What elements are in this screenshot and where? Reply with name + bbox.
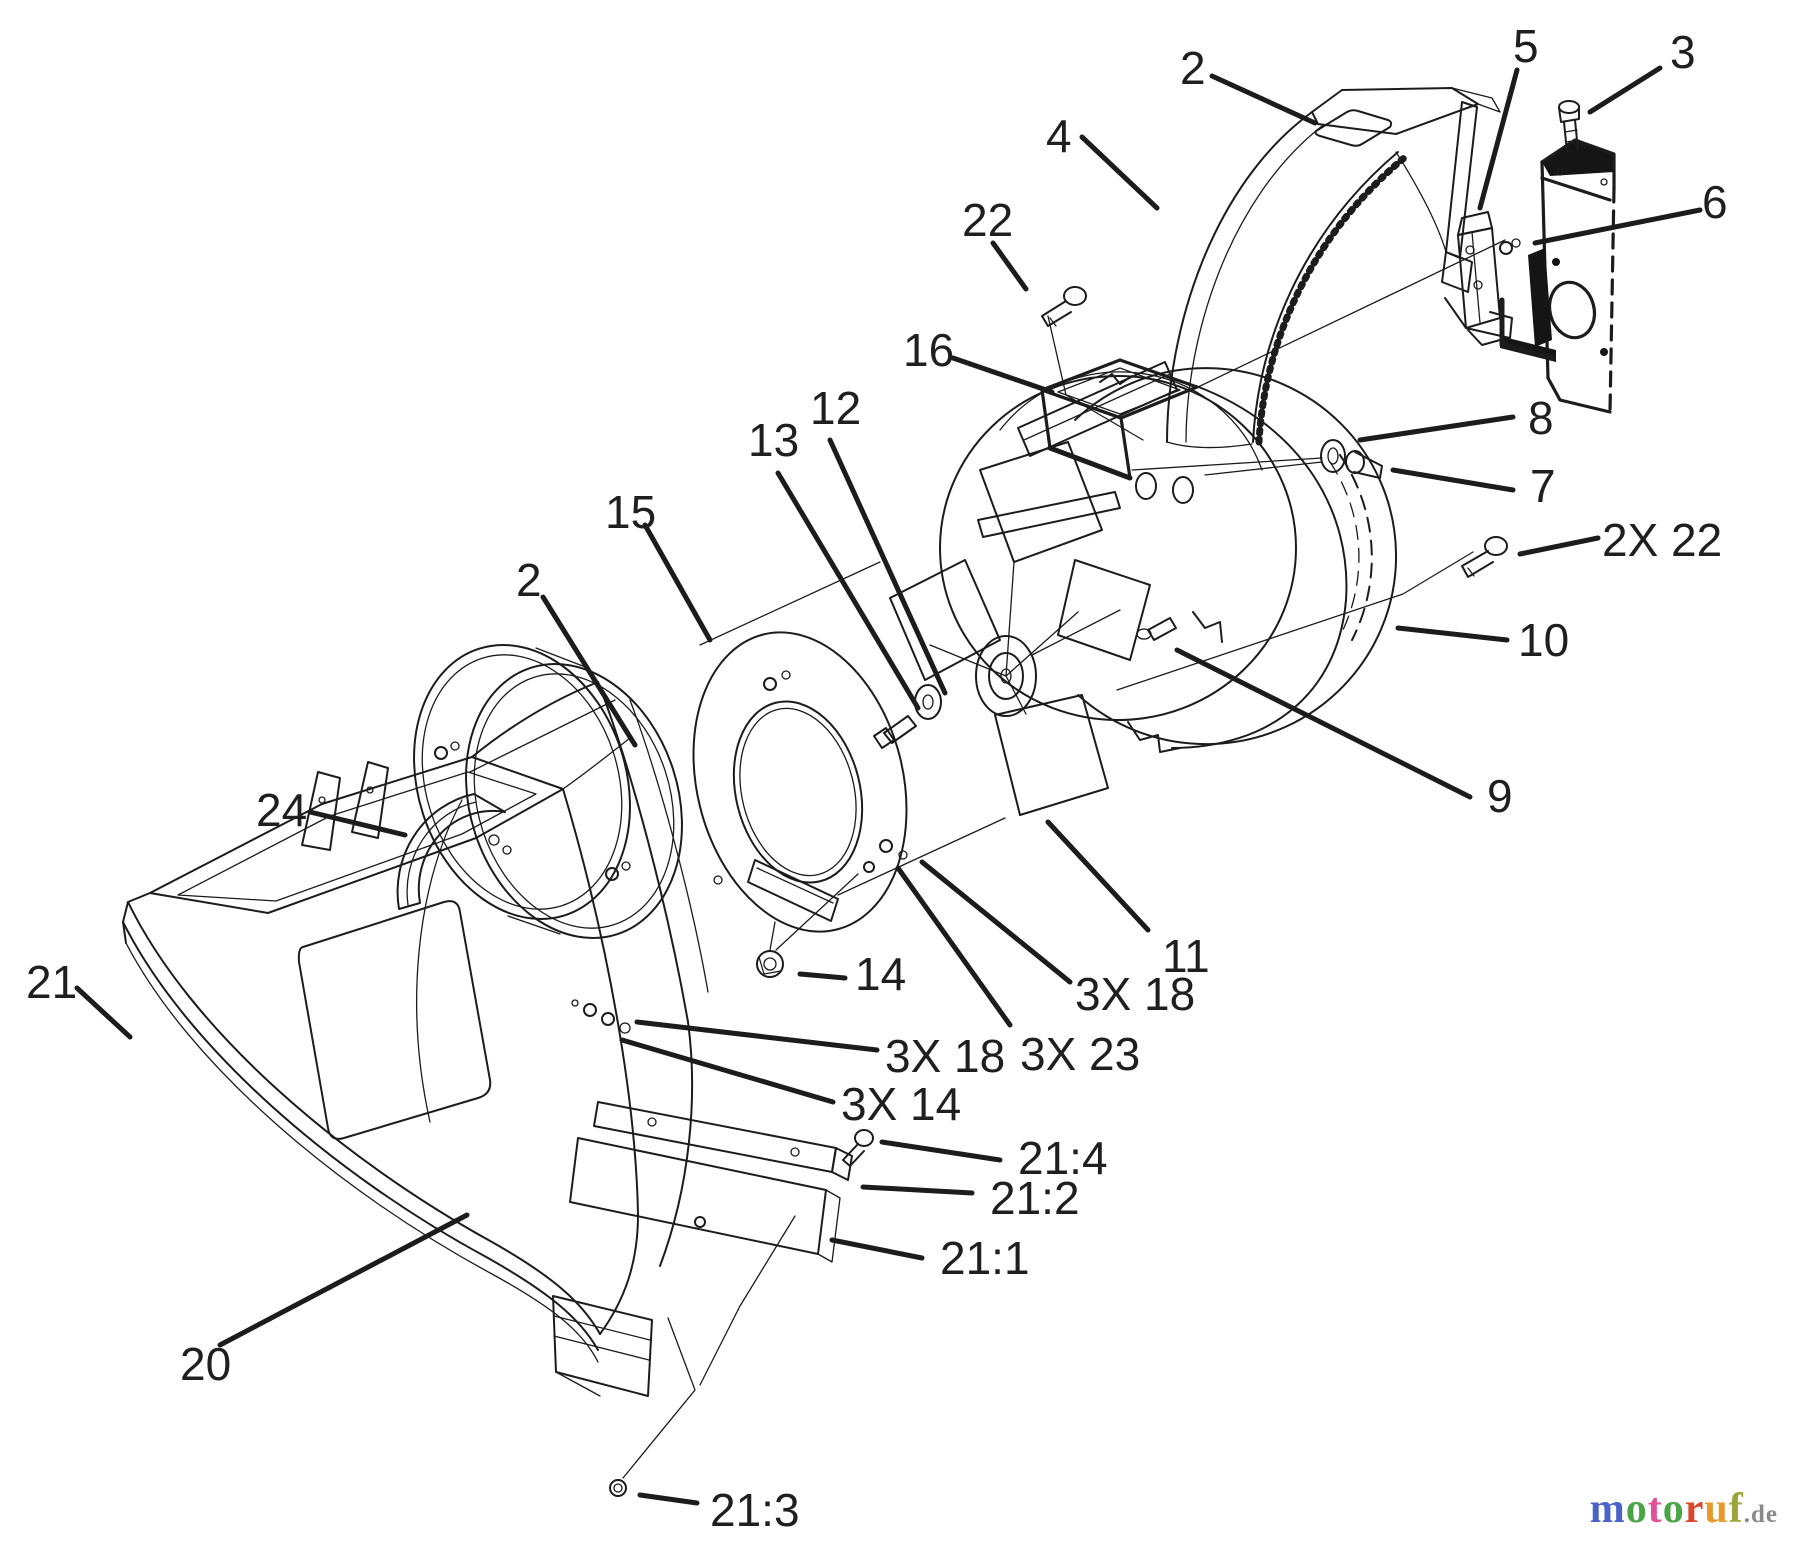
part-2-top-leader: [1209, 73, 1318, 126]
construction-lines: [469, 239, 1506, 1479]
bolt-part-2x22: [1461, 536, 1508, 578]
discharge-chute-part-4: [1166, 87, 1501, 449]
adapter-plate-part-15: [692, 631, 908, 933]
fan-paddles-part-11: [889, 441, 1151, 816]
watermark-logo: motoruf.de: [1590, 1485, 1778, 1533]
part-10-label: 10: [1518, 614, 1569, 666]
part-3x14-label: 3X 14: [841, 1078, 961, 1130]
part-9-leader: [1174, 647, 1473, 800]
screw-part-21-4: [842, 1129, 874, 1167]
part-21-label: 21: [26, 956, 77, 1008]
part-21-1-leader: [829, 1237, 925, 1261]
part-6-leader: [1532, 207, 1703, 246]
part-15-label: 15: [605, 486, 656, 538]
part-2-mid-leader: [540, 594, 638, 748]
part-8-leader: [1357, 414, 1516, 443]
arc-shield-part-24: [396, 793, 512, 910]
part-2-top-label: 2: [1180, 42, 1206, 94]
watermark-suffix: .de: [1743, 1501, 1778, 1528]
part-7-leader: [1390, 467, 1516, 493]
blower-housing-part-10: [1040, 358, 1398, 753]
part-3x18-b-label: 3X 18: [885, 1030, 1005, 1082]
part-21-4-leader: [879, 1139, 1003, 1163]
part-12-leader: [827, 437, 948, 696]
part-12-label: 12: [810, 382, 861, 434]
watermark-letter: o: [1625, 1486, 1648, 1532]
part-21-leader: [74, 985, 133, 1040]
part-24-label: 24: [256, 784, 307, 836]
part-3x14-leader: [619, 1037, 836, 1105]
part-7-label: 7: [1530, 460, 1556, 512]
part-9-label: 9: [1487, 770, 1513, 822]
part-10-leader: [1395, 625, 1510, 643]
part-16-leader: [950, 355, 1055, 395]
part-21-3-label: 21:3: [710, 1484, 800, 1536]
watermark-letter: o: [1662, 1486, 1685, 1532]
part-3x18-a-label: 3X 18: [1075, 968, 1195, 1020]
part-11-label: 11: [1162, 930, 1210, 982]
part-22-leader: [990, 240, 1029, 292]
part-22-label: 22: [962, 194, 1013, 246]
part-21-1-label: 21:1: [940, 1232, 1030, 1284]
nut-part-14: [756, 950, 784, 978]
part-15-leader: [642, 522, 713, 643]
watermark-letter: f: [1728, 1486, 1744, 1532]
watermark-letter: t: [1647, 1486, 1663, 1532]
bolt-part-3: [1558, 100, 1580, 153]
part-24-leader: [307, 809, 408, 838]
mount-plate-part-6: [1499, 138, 1616, 414]
part-2x22-leader: [1517, 535, 1601, 557]
watermark-letter: r: [1684, 1486, 1705, 1532]
nut-part-21-3: [609, 1479, 627, 1497]
part-21-2-leader: [860, 1184, 975, 1196]
part-5-leader: [1477, 67, 1520, 211]
wear-strip-part-21-2: [593, 1101, 853, 1181]
part-21-2-label: 21:2: [990, 1172, 1080, 1224]
watermark-letter: m: [1589, 1486, 1626, 1532]
part-6-label: 6: [1702, 176, 1728, 228]
part-3x23-leader: [895, 865, 1013, 1028]
part-21-3-leader: [637, 1492, 700, 1506]
latch-bracket-part-5: [1444, 211, 1521, 346]
watermark-letter: u: [1704, 1486, 1729, 1532]
part-14-leader: [797, 971, 848, 981]
part-3x23-label: 3X 23: [1020, 1028, 1140, 1080]
part-20-label: 20: [180, 1338, 231, 1390]
part-21-4-label: 21:4: [1018, 1132, 1108, 1184]
part-2x22-label: 2X 22: [1602, 514, 1722, 566]
impeller-disc-part-9: [939, 371, 1297, 721]
part-14-label: 14: [855, 948, 906, 1000]
part-20-leader: [217, 1212, 470, 1348]
part-5-label: 5: [1513, 20, 1539, 72]
clamp-rings-part-2: [413, 644, 683, 939]
part-16-label: 16: [903, 324, 954, 376]
part-4-leader: [1079, 134, 1160, 211]
chute-decal-part-2: [1314, 109, 1393, 147]
wear-plate-part-21-1: [569, 1137, 841, 1263]
part-8-label: 8: [1528, 392, 1554, 444]
bolt-part-22: [1041, 286, 1087, 327]
part-13-label: 13: [748, 414, 799, 466]
chute-deflector-part-21: [122, 681, 709, 1397]
part-11-leader: [1045, 819, 1151, 933]
part-2-mid-label: 2: [516, 554, 542, 606]
part-3-leader: [1587, 65, 1663, 115]
part-3x18-a-leader: [919, 859, 1073, 985]
part-13-leader: [775, 470, 921, 711]
part-3-label: 3: [1670, 26, 1696, 78]
part-3x18-b-leader: [634, 1019, 880, 1053]
washer-8-bolt-7: [1204, 439, 1383, 479]
part-4-label: 4: [1046, 110, 1072, 162]
